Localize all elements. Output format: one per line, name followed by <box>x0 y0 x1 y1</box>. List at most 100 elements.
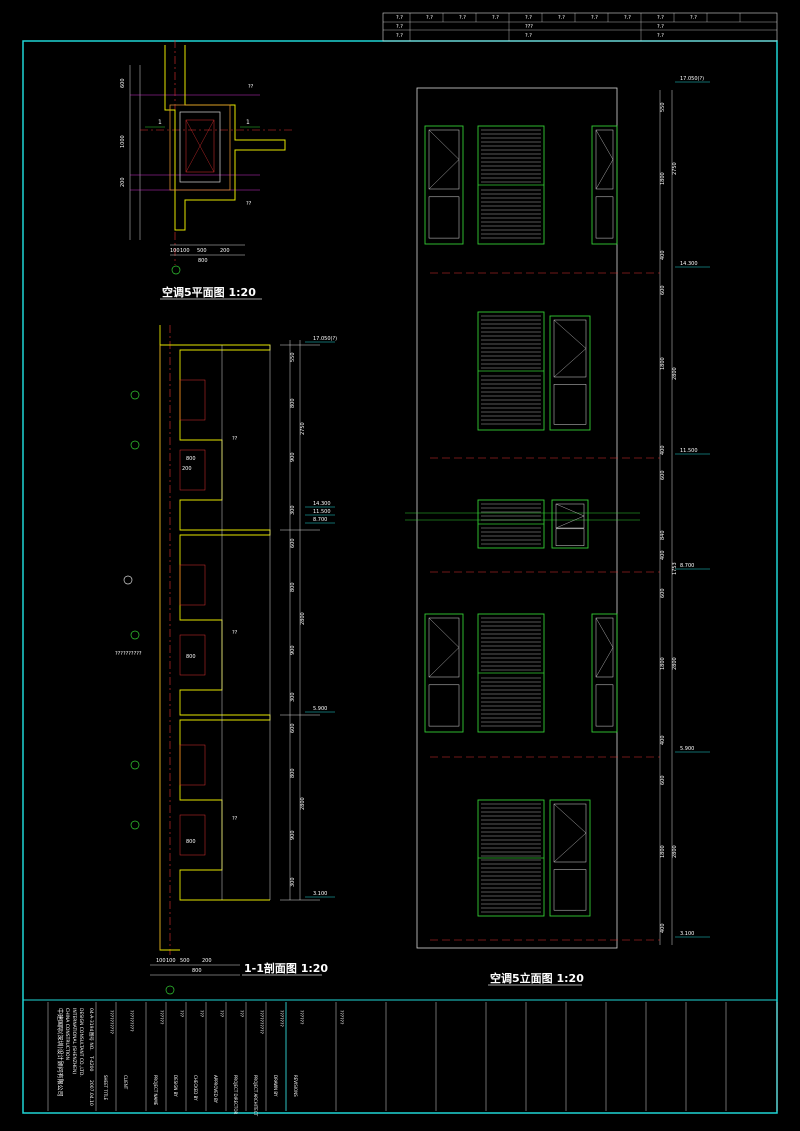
title-block-header: APPROVED BY <box>213 1075 218 1104</box>
section-level-label: 8.700 <box>313 517 327 523</box>
elevation-level-label: 3.100 <box>680 931 694 937</box>
elevation-dim: 840 <box>660 530 666 540</box>
revision-cell: ?.? <box>396 15 403 21</box>
casement-window <box>424 613 464 733</box>
section-dim: 600 <box>290 723 296 733</box>
title-block-meta: T-4200 <box>88 1055 94 1072</box>
elevation-dim: 1800 <box>660 172 666 185</box>
revision-cell: ?.? <box>657 33 664 39</box>
title-block-value: ??????? <box>278 1010 284 1027</box>
casement-lower-pane <box>595 196 614 239</box>
title-block-meta: 图号 NO. <box>88 1032 94 1051</box>
elevation-dim: 400 <box>660 445 666 455</box>
revision-cell: ?.? <box>492 15 499 21</box>
section-bottom-dim: 500 <box>180 958 190 964</box>
elevation-dim: 600 <box>660 775 666 785</box>
title-block-value: ????????? <box>128 1010 134 1032</box>
section-room-label-3: ?? <box>232 816 238 822</box>
elevation-dim: 400 <box>660 250 666 260</box>
elevation-view <box>405 87 673 949</box>
section-dim: 900 <box>290 830 296 840</box>
title-block-value: ?????????? <box>108 1010 114 1034</box>
casement-swing-line <box>428 617 460 678</box>
elevation-dim: 400 <box>660 923 666 933</box>
casement-swing-line <box>595 129 614 190</box>
plan-room-label-2: ?? <box>246 201 252 207</box>
title-block-header: CHECKED BY <box>193 1075 198 1101</box>
section-dim: 300 <box>290 505 296 515</box>
elevation-title: 空调5立面图 1:20 <box>490 971 584 985</box>
title-block-header: CLIENT <box>123 1075 128 1090</box>
revision-cell: ?.? <box>657 15 664 21</box>
title-block-value: ??? <box>178 1010 184 1018</box>
plan-dim-v2: 1000 <box>120 135 126 148</box>
revision-cell: ?.? <box>525 33 532 39</box>
section-dim: 300 <box>290 877 296 887</box>
casement-window <box>424 125 464 245</box>
title-block-value: ??? <box>238 1010 244 1018</box>
section-level-label: 17.050(?) <box>313 336 337 342</box>
title-block-header: PROJECT ARCHITECT <box>253 1075 258 1117</box>
casement-lower-pane <box>555 528 585 546</box>
title-block-meta: 04-A-3194 <box>88 1008 94 1031</box>
title-block-header: REVISIONS <box>293 1075 298 1097</box>
casement-sash <box>428 617 460 678</box>
casement-lower-pane <box>553 384 587 425</box>
plan-dim-h2: 100 <box>180 248 190 254</box>
section-bottom-dim: 800 <box>192 968 202 974</box>
elevation-level-label: 8.700 <box>680 563 694 569</box>
casement-window <box>549 799 591 917</box>
casement-window <box>591 125 618 245</box>
title-block-value: ?????????? <box>258 1010 264 1034</box>
title-block-value: ??? <box>218 1010 224 1018</box>
section-level-label: 3.100 <box>313 891 327 897</box>
section-title: 1-1剖面图 1:20 <box>244 961 328 975</box>
casement-sash <box>595 617 614 678</box>
revision-cell: ?.? <box>624 15 631 21</box>
title-block-value: ?????? <box>298 1010 304 1025</box>
casement-swing-line <box>553 319 587 378</box>
section-inner-dim-3: 800 <box>186 839 196 845</box>
elevation-dim: 1800 <box>660 657 666 670</box>
plan-dim-total: 800 <box>198 258 208 264</box>
section-dim: 800 <box>290 582 296 592</box>
company-name-en: INTERNATIONAL (SHENZHEN) <box>71 1008 77 1074</box>
plan-view <box>129 40 295 275</box>
plan-dim-h3: 500 <box>197 248 207 254</box>
title-block-meta: 2007.04.10 <box>88 1080 94 1106</box>
section-view <box>123 325 320 995</box>
elevation-dim: 400 <box>660 550 666 560</box>
elevation-dim: 2800 <box>672 657 678 670</box>
revision-cell: ?.? <box>426 15 433 21</box>
revision-cell: ?.? <box>558 15 565 21</box>
elevation-dim: 600 <box>660 470 666 480</box>
elevation-dim: 600 <box>660 285 666 295</box>
section-level-label: 11.500 <box>313 509 331 515</box>
revision-cell: ?.? <box>591 15 598 21</box>
section-bottom-dim: 100 <box>156 958 166 964</box>
casement-window <box>591 613 618 733</box>
elevation-dim: 2800 <box>672 367 678 380</box>
title-block-value: ??? <box>198 1010 204 1018</box>
section-bottom-dim: 200 <box>202 958 212 964</box>
section-dim: 2750 <box>300 422 306 435</box>
company-name-en: CHINA CONSTRUCTION <box>64 1008 70 1060</box>
elevation-dim: 400 <box>660 735 666 745</box>
section-inner-dim-1: 800 <box>186 456 196 462</box>
casement-window <box>549 315 591 431</box>
section-inner-dim-4: 200 <box>182 466 192 472</box>
section-dim: 800 <box>290 768 296 778</box>
revision-cell: ?.? <box>657 24 664 30</box>
casement-sash <box>595 129 614 190</box>
title-block-header: DESIGN BY <box>173 1075 178 1097</box>
casement-swing-line <box>553 803 587 863</box>
section-dim: 800 <box>290 398 296 408</box>
elevation-level-label: 17.050(?) <box>680 76 704 82</box>
section-bottom-dim: 100 <box>166 958 176 964</box>
casement-sash <box>428 129 460 190</box>
elevation-dim: 1800 <box>660 357 666 370</box>
section-dim: 900 <box>290 452 296 462</box>
casement-sash <box>553 319 587 378</box>
